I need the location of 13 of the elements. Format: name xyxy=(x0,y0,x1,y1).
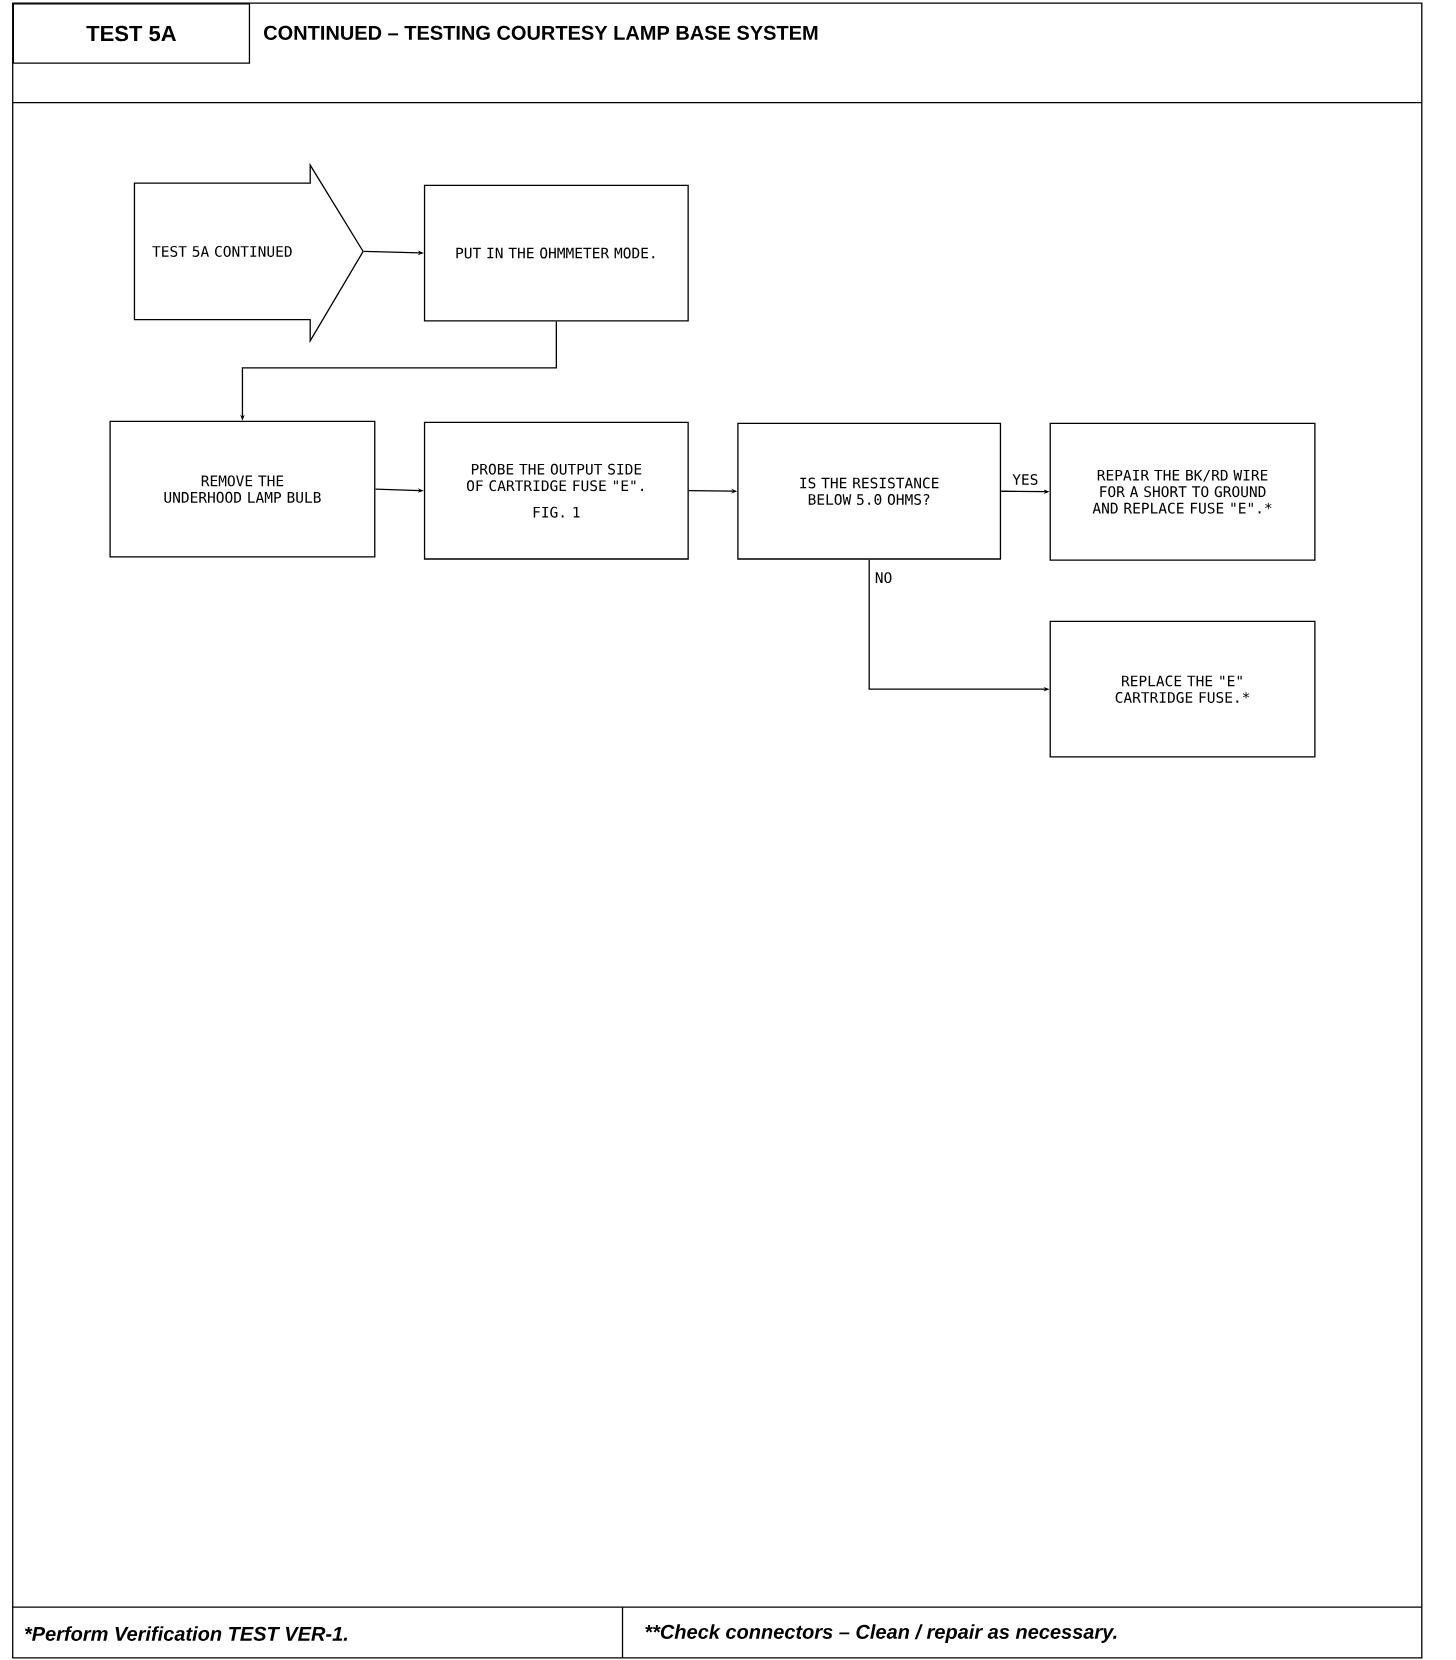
heading: CONTINUED – TESTING COURTESY LAMP BASE SYSTEM xyxy=(264,25,818,40)
process-box: PUT IN THE OHMMETER MODE. xyxy=(424,184,689,322)
process-box: IS THE RESISTANCE BELOW 5.0 OHMS? xyxy=(737,422,1002,560)
process-box: PROBE THE OUTPUT SIDE OF CARTRIDGE FUSE "E". FIG. 1 xyxy=(424,421,689,560)
footnote: **Check connectors – Clean / repair as necessary. xyxy=(645,1624,1117,1643)
footnote: *Perform Verification TEST VER-1. xyxy=(24,1626,348,1641)
process-box: REPAIR THE BK/RD WIRE FOR A SHORT TO GROUND AND REPLACE FUSE "E".* xyxy=(1049,422,1316,561)
edge-label: YES xyxy=(1011,473,1040,486)
process-box: REPLACE THE "E" CARTRIDGE FUSE.* xyxy=(1049,620,1316,758)
header-tab: TEST 5A xyxy=(12,3,251,64)
arrow xyxy=(374,488,424,493)
process-box: REMOVE THE UNDERHOOD LAMP BULB xyxy=(109,420,376,558)
edge-label: NO xyxy=(874,571,894,585)
